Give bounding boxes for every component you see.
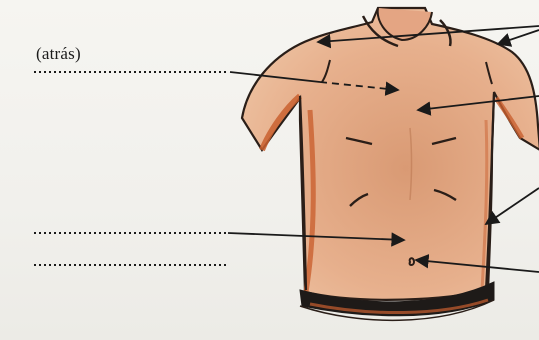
arrow-side bbox=[486, 188, 539, 224]
torso-skin bbox=[242, 8, 539, 300]
arrow-shoulder-right bbox=[498, 30, 539, 44]
